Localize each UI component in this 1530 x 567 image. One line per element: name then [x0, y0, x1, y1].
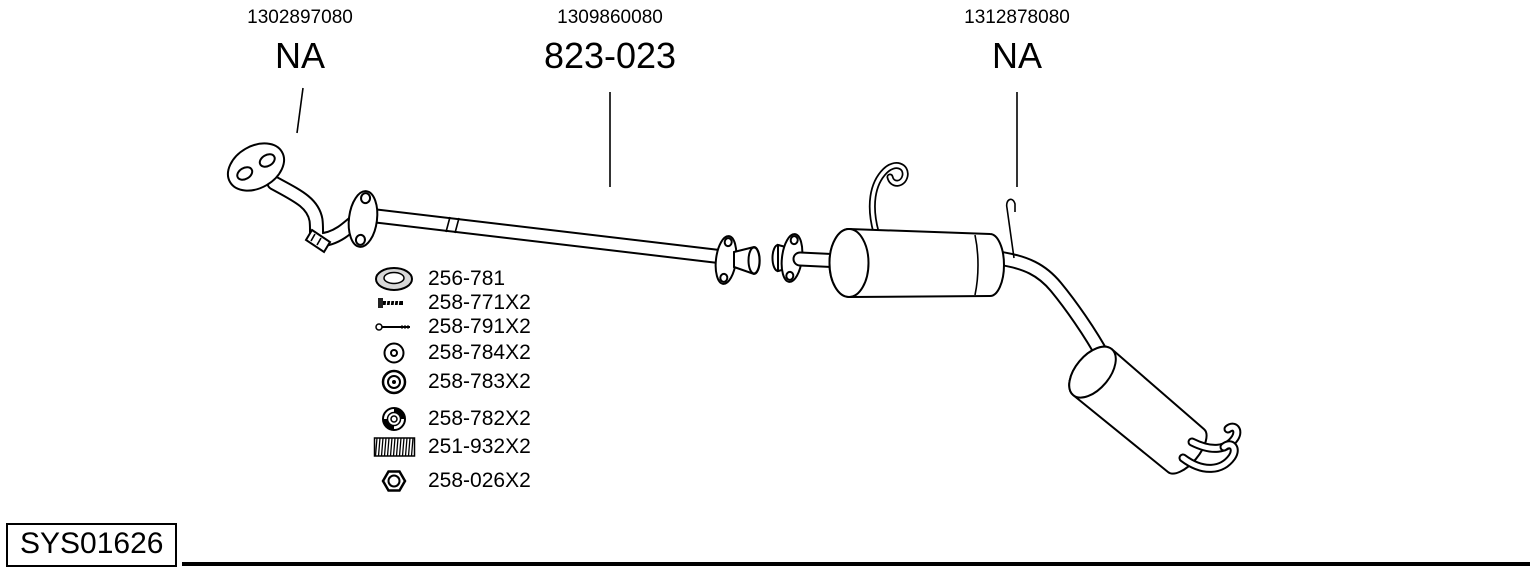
label-front-pipe: 1302897080 NA [195, 7, 405, 77]
bottom-border [182, 562, 1530, 566]
part-row: 258-791X2 [372, 313, 531, 341]
center-pipe [347, 190, 761, 285]
part-number: 251-932X2 [428, 435, 531, 458]
oe-number: 1302897080 [247, 7, 353, 28]
part-number: 256-781 [428, 267, 506, 290]
pipe-outlet-flange [714, 235, 761, 285]
coil-spring-icon [373, 437, 416, 457]
oe-number: 1309860080 [557, 7, 663, 28]
part-row: 256-781 [372, 265, 505, 293]
part-number: 258-771X2 [428, 291, 531, 314]
pipe-bracket [304, 228, 332, 254]
bolt-short-icon [378, 298, 403, 308]
front-pipe [226, 142, 364, 254]
washer-small-icon [383, 342, 405, 364]
part-number: 258-783X2 [428, 370, 531, 393]
gasket-ring-icon [375, 267, 413, 291]
hanger-rod [1005, 198, 1016, 259]
system-id: SYS01626 [20, 527, 164, 560]
hex-nut-icon [381, 470, 407, 492]
hanger-hook [868, 162, 909, 236]
part-row: 258-771X2 [372, 289, 531, 317]
pipe-inlet-flange [347, 190, 379, 248]
leader-lines [296, 87, 1018, 187]
bolt-long-icon [375, 323, 410, 331]
front-flange [226, 142, 286, 192]
part-number: 258-784X2 [428, 341, 531, 364]
part-number: 258-026X2 [428, 469, 531, 492]
part-reference: NA [991, 35, 1042, 76]
rubber-mount-icon [382, 407, 406, 431]
part-row: 251-932X2 [372, 433, 531, 461]
intermediate-pipe [990, 198, 1112, 366]
center-muffler [828, 227, 1005, 299]
system-id-box: SYS01626 [6, 523, 178, 567]
label-center-pipe: 1309860080 823-023 [505, 7, 715, 77]
part-reference: 823-023 [543, 35, 677, 76]
part-row: 258-782X2 [372, 405, 531, 433]
part-row: 258-026X2 [372, 467, 531, 495]
tailpipe-hooks [1178, 422, 1242, 473]
part-number: 258-791X2 [428, 315, 531, 338]
part-row: 258-783X2 [372, 368, 531, 396]
oe-number: 1312878080 [964, 7, 1070, 28]
label-rear-muffler: 1312878080 NA [912, 7, 1122, 77]
washer-large-icon [381, 369, 407, 395]
part-reference: NA [274, 35, 325, 76]
part-row: 258-784X2 [372, 339, 531, 367]
part-number: 258-782X2 [428, 407, 531, 430]
